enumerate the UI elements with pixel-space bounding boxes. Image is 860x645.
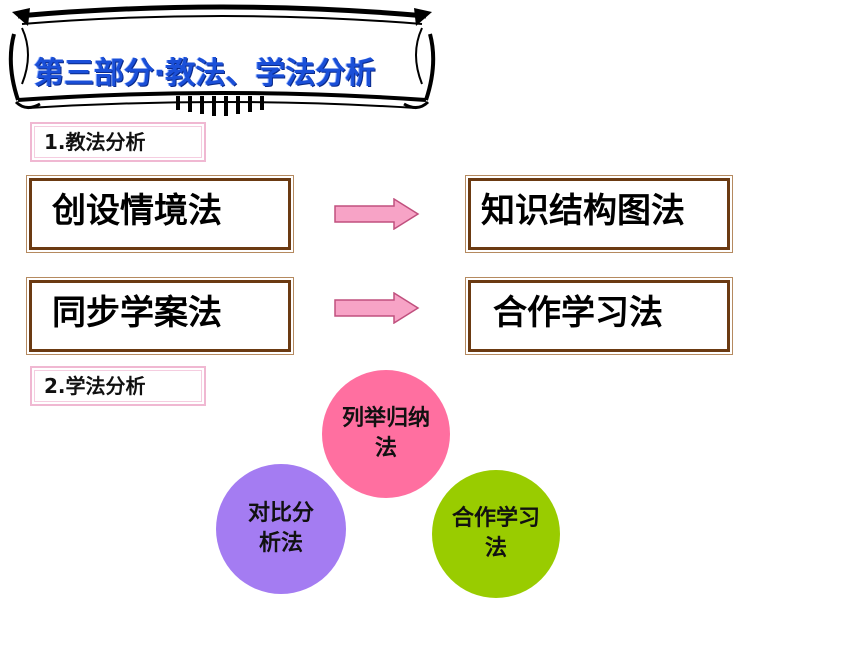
title-banner: 第三部分·教法、学法分析 [8,4,436,116]
method-label: 知识结构图法 [481,191,685,231]
circle-line: 法 [484,536,507,561]
section-label-learning: 2.学法分析 [30,366,206,406]
arrow-right-icon [334,198,420,230]
banner-scroll-frame [8,4,436,116]
method-box-knowledge-map: 知识结构图法 [465,175,733,253]
circle-line: 列举归纳 [341,406,430,431]
arrow-right-icon [334,292,420,324]
circle-line: 法 [374,436,397,461]
method-box-cooperative: 合作学习法 [465,277,733,355]
circle-enumerate-induce: 列举归纳 法 [322,370,450,498]
circle-cooperative-learning: 合作学习 法 [432,470,560,598]
circle-line: 合作学习 [451,506,540,531]
method-label: 合作学习法 [493,293,663,333]
circle-line: 对比分 [247,501,314,526]
section-label-teaching: 1.教法分析 [30,122,206,162]
circle-line: 析法 [258,531,303,556]
method-label: 创设情境法 [52,191,222,231]
page-title: 第三部分·教法、学法分析 [34,56,376,91]
method-box-situation: 创设情境法 [26,175,294,253]
method-box-sync-plan: 同步学案法 [26,277,294,355]
method-label: 同步学案法 [52,293,222,333]
circle-compare-analyze: 对比分 析法 [216,464,346,594]
